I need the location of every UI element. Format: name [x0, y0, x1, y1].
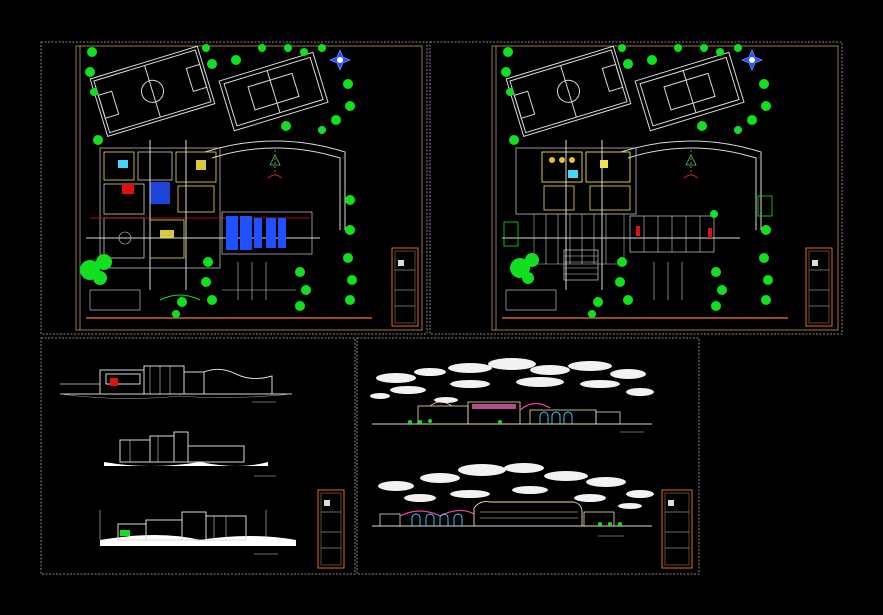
- section-2: [104, 431, 276, 477]
- basketball-court: [218, 51, 329, 132]
- title-block-icon: [317, 489, 345, 569]
- soccer-field: [505, 45, 632, 138]
- title-block-icon: [805, 247, 833, 327]
- title-block-icon: [661, 489, 693, 569]
- elevation-1: [370, 358, 654, 433]
- basketball-court: [634, 51, 745, 132]
- building-plan-upper: [502, 140, 740, 300]
- sheet-site-plan-upper: [429, 41, 843, 335]
- compass-star-icon: [741, 49, 763, 71]
- sheet-sections: [40, 337, 356, 575]
- sheet-elevations: [356, 337, 700, 575]
- section-3: [99, 510, 296, 555]
- trees-sheet-1: [80, 44, 357, 318]
- compass-star-icon: [329, 49, 351, 71]
- trees-sheet-2: [501, 44, 773, 318]
- section-1: [59, 365, 293, 403]
- building-plan-ground: [86, 140, 320, 290]
- soccer-field: [89, 45, 216, 138]
- sheet-site-plan-ground: [40, 41, 428, 335]
- elevation-2: [372, 463, 654, 537]
- title-block-icon: [391, 247, 419, 327]
- parking-blocks: [221, 211, 313, 300]
